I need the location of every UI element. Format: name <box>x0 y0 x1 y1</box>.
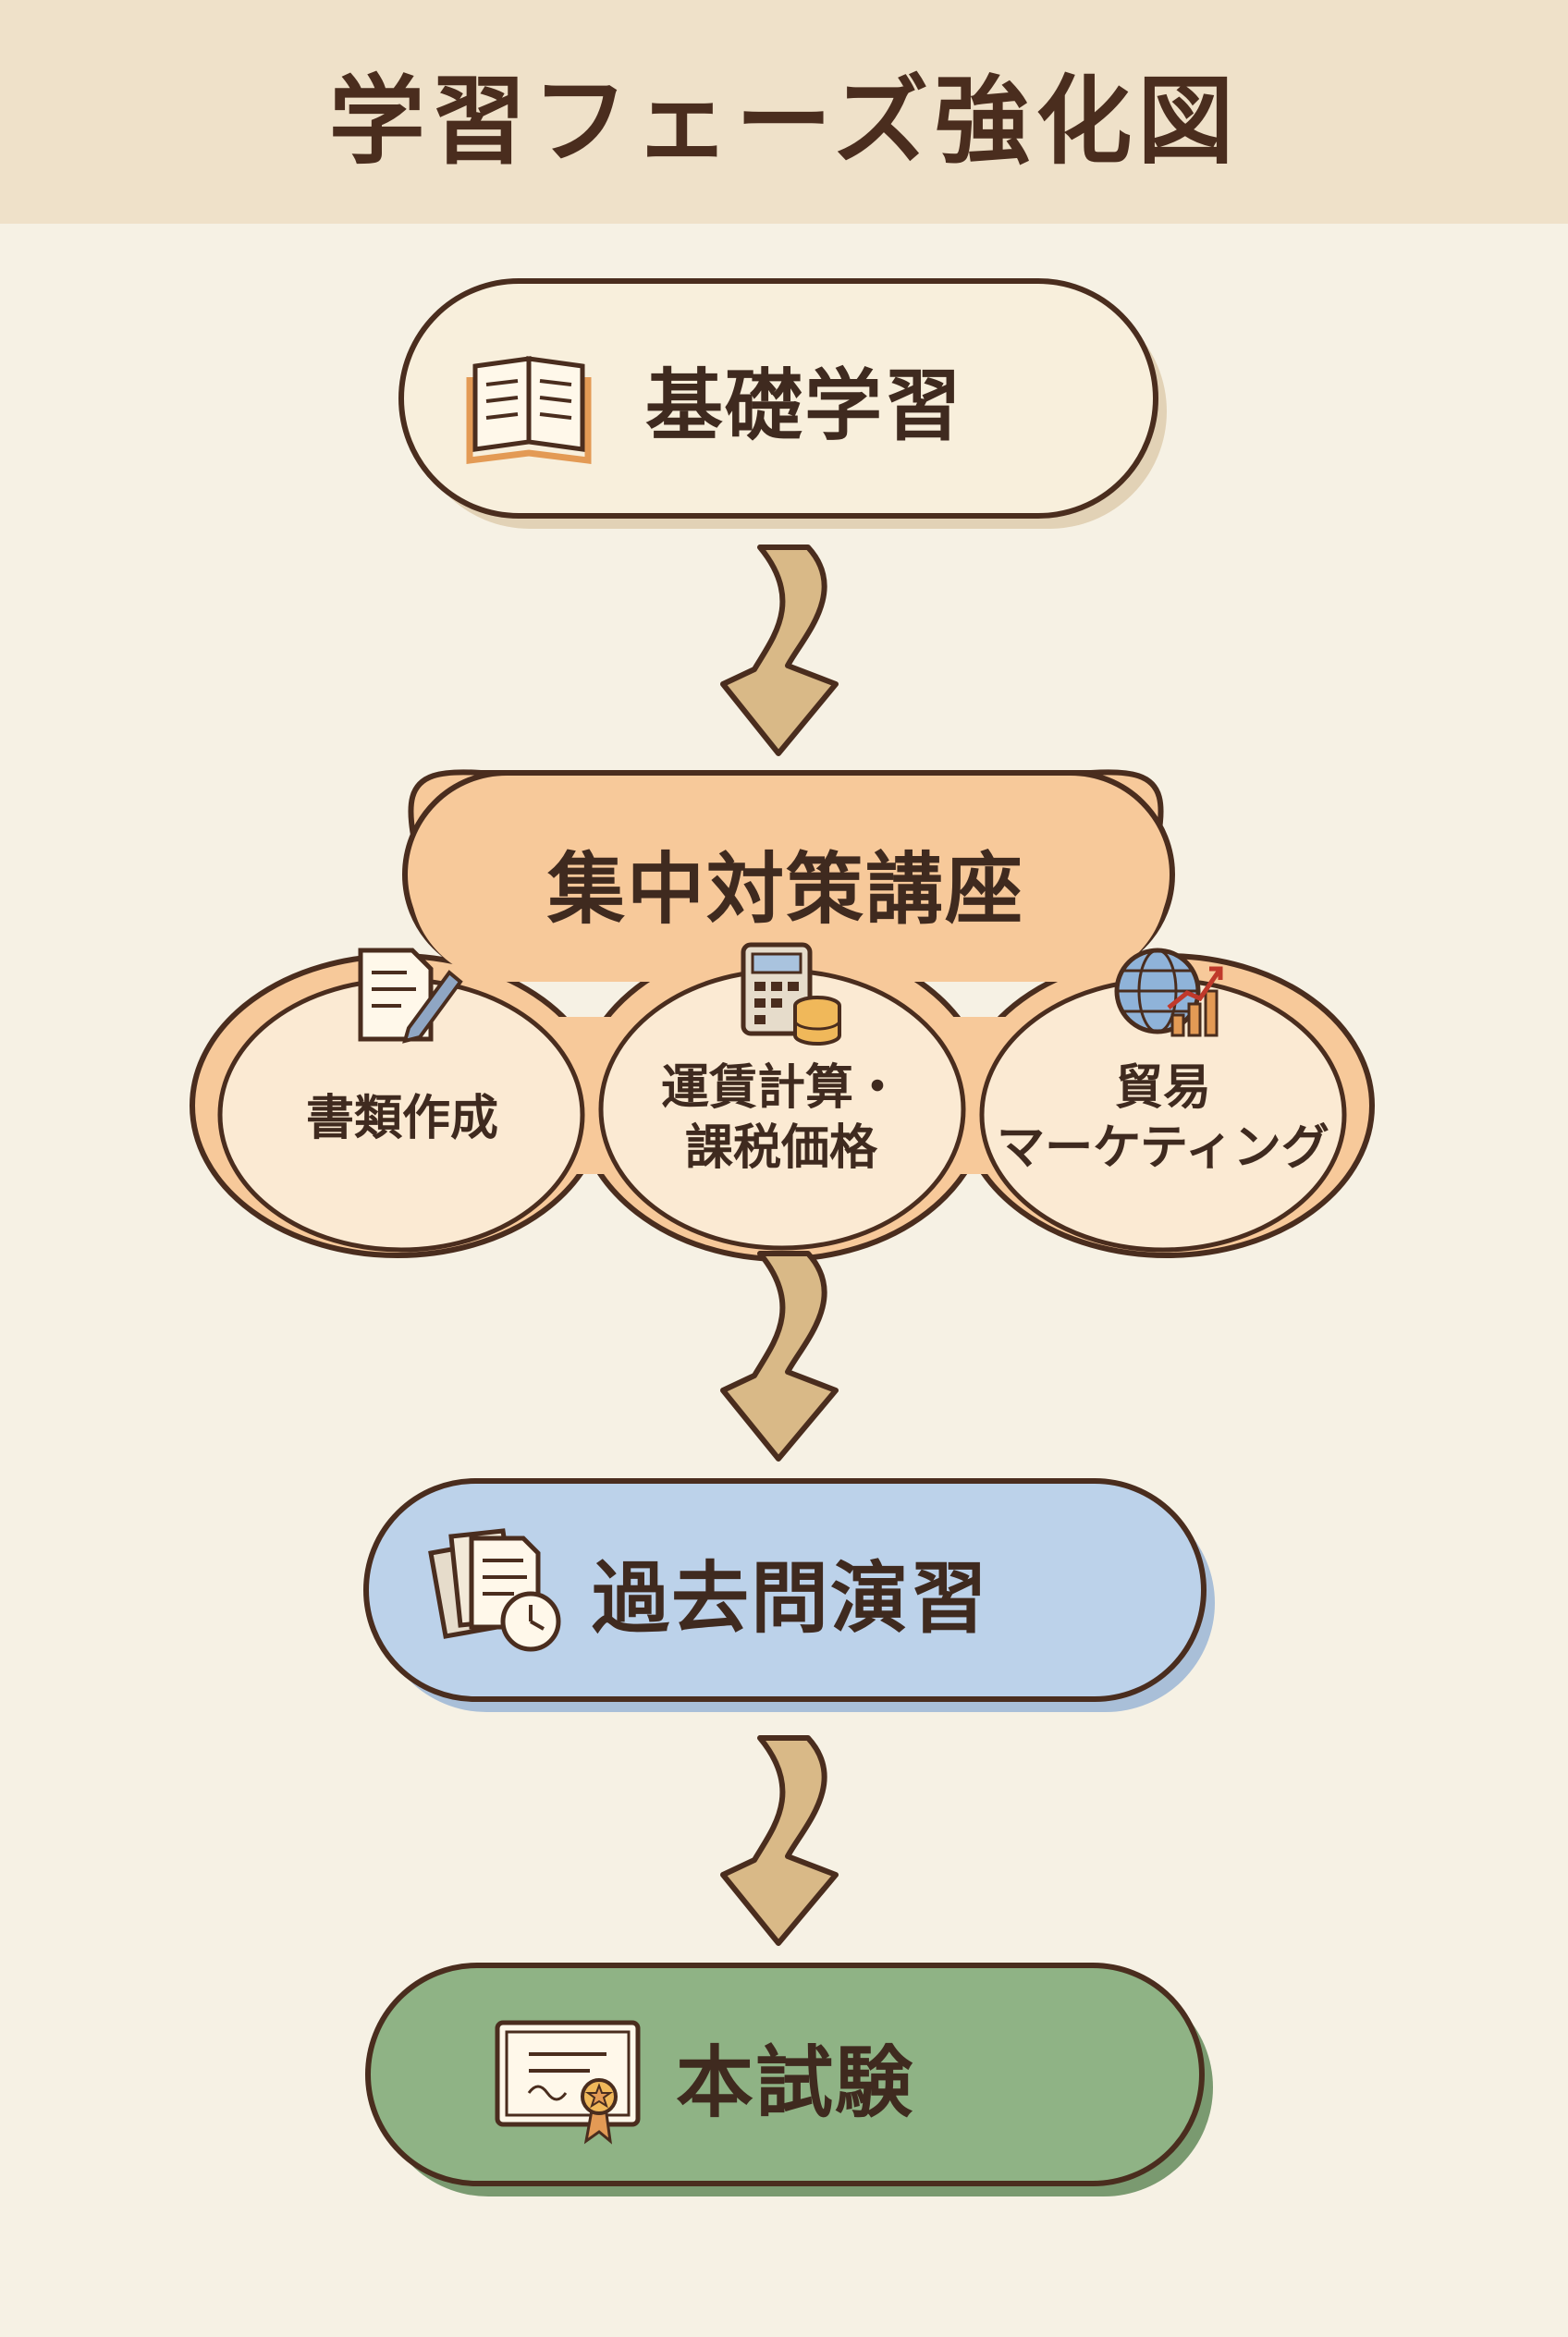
sub-topic-line: 課税価格 <box>684 1120 877 1176</box>
sub-topic-trade-marketing: 貿易 マーケティング <box>987 1045 1339 1193</box>
papers-clock-icon <box>428 1528 561 1652</box>
sub-topic-freight-tax: 運賃計算・ 課税価格 <box>619 1045 943 1193</box>
document-pen-icon <box>358 948 463 1044</box>
sub-topic-line: 貿易 <box>1114 1060 1211 1116</box>
stage-label-past-exam-practice: 過去問演習 <box>591 1552 989 1644</box>
header-banner: 学習フェーズ強化図 <box>0 0 1568 224</box>
flow-arrow-1 <box>720 544 839 756</box>
stage-intensive-course <box>190 769 1375 1262</box>
certificate-icon <box>495 2020 641 2145</box>
stage-label-final-exam: 本試験 <box>675 2037 914 2128</box>
calculator-coins-icon <box>741 942 841 1046</box>
stage-label-basic-learning: 基礎学習 <box>644 360 963 451</box>
globe-chart-icon <box>1114 948 1223 1037</box>
flow-arrow-2 <box>720 1251 839 1462</box>
sub-topic-line: マーケティング <box>997 1120 1329 1176</box>
flow-arrow-3 <box>720 1735 839 1946</box>
stage-label-intensive-course: 集中対策講座 <box>546 843 1024 935</box>
sub-topic-line: 書類作成 <box>305 1090 498 1146</box>
sub-topic-document-preparation: 書類作成 <box>250 1054 555 1183</box>
page-title: 学習フェーズ強化図 <box>328 64 1240 177</box>
open-book-icon <box>466 356 592 464</box>
sub-topic-line: 運賃計算・ <box>660 1060 901 1116</box>
stage-past-exam-practice <box>363 1478 1215 1712</box>
